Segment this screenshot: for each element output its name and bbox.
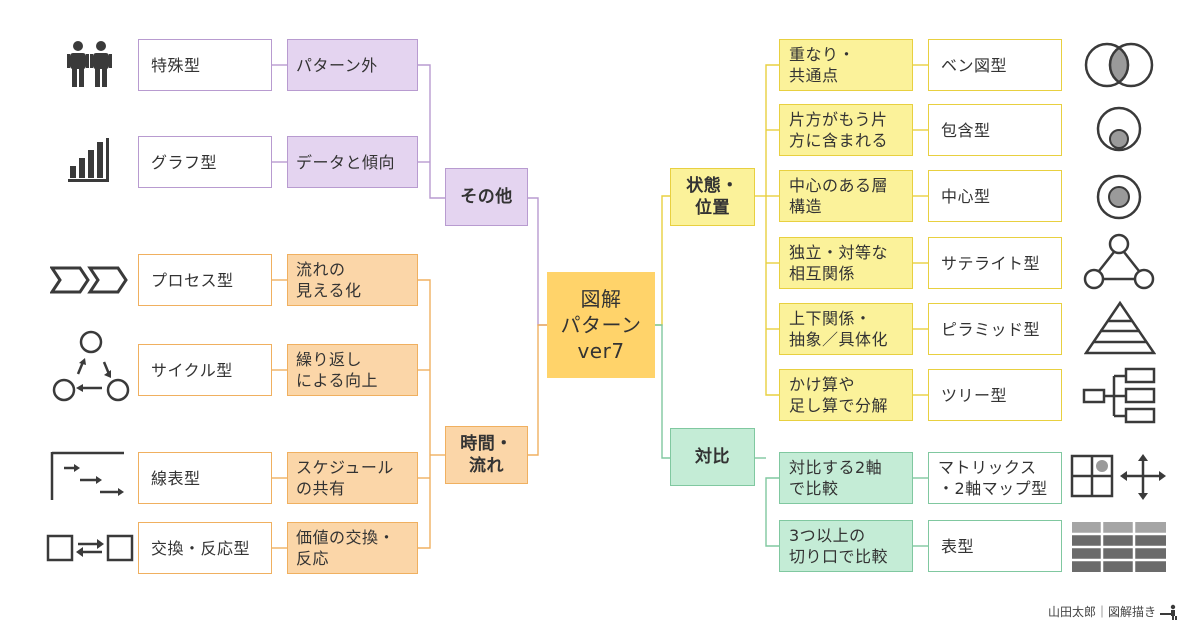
category-other: その他 — [445, 168, 528, 226]
matrix-icon — [1070, 454, 1166, 500]
satellite-icon — [1083, 233, 1155, 290]
description-cell: 対比する2軸 で比較 — [779, 452, 913, 504]
center-icon — [1096, 174, 1142, 220]
description-cell: パターン外 — [287, 39, 418, 91]
cycle-icon — [52, 330, 130, 402]
inclusion-icon — [1096, 106, 1142, 152]
description-cell: 流れの 見える化 — [287, 254, 418, 306]
credit-text: 山田太郎｜図解描き — [1047, 605, 1156, 619]
exchange-icon — [46, 534, 134, 562]
author-credit: 山田太郎｜図解描き — [1048, 603, 1178, 620]
category-contrast: 対比 — [670, 428, 755, 486]
description-cell: 繰り返し による向上 — [287, 344, 418, 396]
center-title: 図解 パターン ver7 — [547, 272, 655, 378]
timeline-icon — [50, 451, 124, 500]
description-cell: 片方がもう片 方に含まれる — [779, 104, 913, 156]
tree-icon — [1082, 367, 1156, 424]
description-cell: 価値の交換・ 反応 — [287, 522, 418, 574]
venn-icon — [1084, 42, 1154, 88]
process-arrows-icon — [50, 266, 128, 294]
description-cell: 3つ以上の 切り口で比較 — [779, 520, 913, 572]
description-cell: スケジュール の共有 — [287, 452, 418, 504]
description-cell: かけ算や 足し算で分解 — [779, 369, 913, 421]
description-cell: 重なり・ 共通点 — [779, 39, 913, 91]
category-state-position: 状態・ 位置 — [670, 168, 755, 226]
type-label: 中心型 — [928, 170, 1062, 222]
drawing-person-icon — [1160, 604, 1177, 620]
description-cell: 中心のある層 構造 — [779, 170, 913, 222]
table-icon — [1072, 522, 1166, 572]
type-label: ベン図型 — [928, 39, 1062, 91]
description-cell: 独立・対等な 相互関係 — [779, 237, 913, 289]
people-icon — [67, 41, 112, 87]
type-label: ツリー型 — [928, 369, 1062, 421]
type-label: 表型 — [928, 520, 1062, 572]
description-cell: 上下関係・ 抽象／具体化 — [779, 303, 913, 355]
type-label: 交換・反応型 — [138, 522, 272, 574]
type-label: グラフ型 — [138, 136, 272, 188]
type-label: ピラミッド型 — [928, 303, 1062, 355]
type-label: マトリックス ・2軸マップ型 — [928, 452, 1062, 504]
type-label: 特殊型 — [138, 39, 272, 91]
type-label: 線表型 — [138, 452, 272, 504]
category-time-flow: 時間・ 流れ — [445, 426, 528, 484]
description-cell: データと傾向 — [287, 136, 418, 188]
type-label: サイクル型 — [138, 344, 272, 396]
pyramid-icon — [1084, 300, 1156, 355]
bar-chart-icon — [68, 138, 109, 182]
type-label: サテライト型 — [928, 237, 1062, 289]
type-label: プロセス型 — [138, 254, 272, 306]
type-label: 包含型 — [928, 104, 1062, 156]
